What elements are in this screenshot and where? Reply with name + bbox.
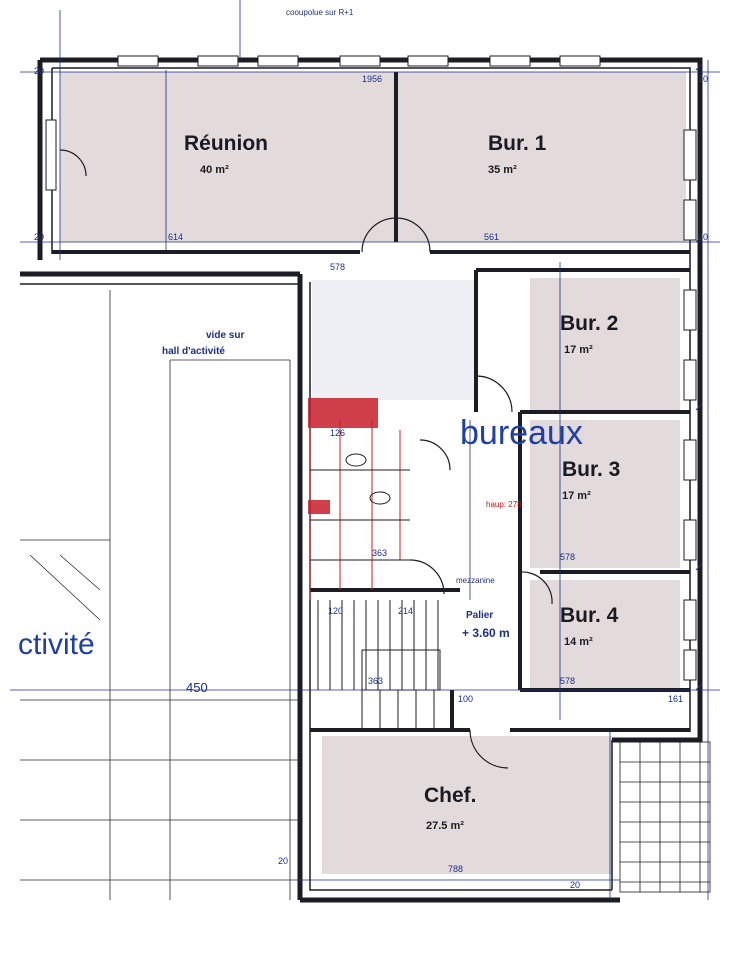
header-note: cooupolue sur R+1 — [286, 8, 354, 17]
landing-label: Palier — [466, 610, 494, 621]
zone-note-vide-hall: hall d'activité — [162, 346, 225, 357]
interior-walls — [52, 72, 690, 732]
bur1-fill — [396, 72, 686, 242]
door-arcs — [59, 149, 553, 769]
dimension-lines — [10, 0, 720, 900]
sanitary-block — [308, 398, 410, 600]
room-label-chef: Chef. — [424, 784, 477, 807]
room-area-bur4: 14 m² — [564, 636, 593, 648]
dim-363-a: 363 — [372, 548, 388, 558]
zone-note-vide: vide sur — [206, 330, 245, 341]
dim-161: 161 — [668, 694, 684, 704]
room-label-bur4: Bur. 4 — [560, 604, 619, 627]
stair-note: mezzanine — [456, 576, 495, 585]
dim-20-d: 20 — [698, 232, 709, 242]
top-windows — [117, 55, 601, 67]
zone-label-bureaux: bureaux — [460, 414, 583, 452]
stair — [317, 600, 441, 730]
dim-1956: 1956 — [362, 74, 383, 84]
right-windows — [683, 129, 697, 681]
dim-561: 561 — [484, 232, 500, 242]
dim-20-a: 20 — [34, 232, 45, 242]
dim-20-c: 20 — [698, 74, 709, 84]
dim-20-f: 20 — [570, 880, 581, 890]
dim-20-b: 20 — [34, 66, 45, 76]
left-windows — [45, 119, 57, 191]
room-area-reunion: 40 m² — [200, 164, 229, 176]
dim-20-e: 20 — [278, 856, 289, 866]
room-area-chef: 27.5 m² — [426, 820, 464, 832]
room-area-bur2: 17 m² — [564, 344, 593, 356]
activity-hall-lines — [20, 290, 300, 900]
room-label-reunion: Réunion — [184, 132, 268, 155]
wall-ticks — [695, 63, 703, 691]
dim-578-a: 578 — [560, 552, 576, 562]
hall-fill — [312, 280, 476, 400]
zone-label-activite: ctivité — [18, 628, 95, 661]
bur4-fill — [530, 580, 680, 688]
dim-126: 126 — [330, 428, 346, 438]
room-label-bur1: Bur. 1 — [488, 132, 547, 155]
chef-fill — [322, 736, 612, 874]
dim-578-b: 578 — [560, 676, 576, 686]
room-area-bur3: 17 m² — [562, 490, 591, 502]
dim-363-b: 363 — [368, 676, 384, 686]
dim-100: 100 — [458, 694, 474, 704]
dim-214: 214 — [398, 606, 414, 616]
dim-120: 120 — [328, 606, 344, 616]
room-area-bur1: 35 m² — [488, 164, 517, 176]
dim-578-c: 578 — [330, 262, 346, 272]
room-label-bur3: Bur. 3 — [562, 458, 621, 481]
dim-614: 614 — [168, 232, 184, 242]
landing-height: + 3.60 m — [462, 626, 510, 640]
ceiling-height-note: haup: 278 — [486, 500, 522, 509]
bur2-fill — [530, 278, 680, 410]
dim-788: 788 — [448, 864, 464, 874]
room-label-bur2: Bur. 2 — [560, 312, 619, 335]
bur3-fill — [530, 420, 680, 568]
reunion-fill — [60, 72, 396, 242]
lift-grid — [619, 741, 711, 893]
dim-450: 450 — [186, 680, 208, 695]
